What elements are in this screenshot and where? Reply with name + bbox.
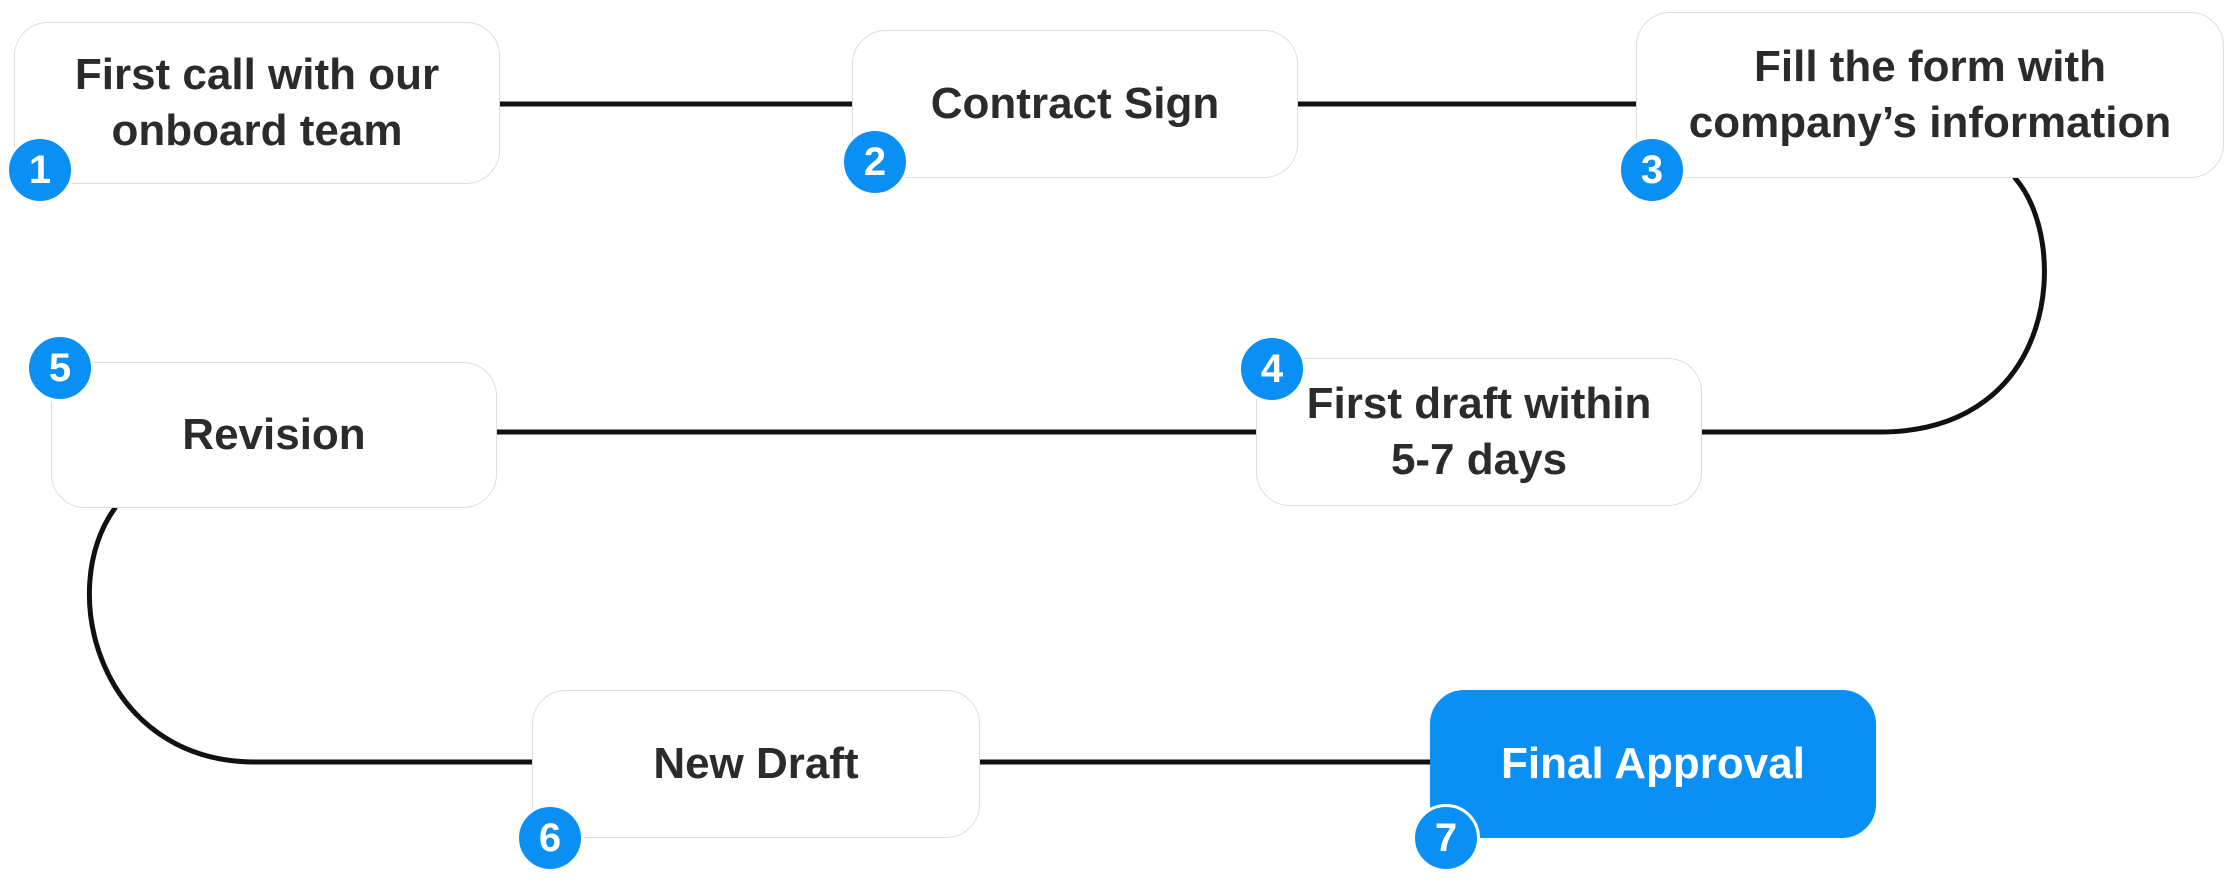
- step-6-box: New Draft: [532, 690, 980, 838]
- step-4-label: First draft within 5-7 days: [1306, 379, 1652, 484]
- step-7-label: Final Approval: [1501, 739, 1805, 788]
- step-2-label: Contract Sign: [930, 79, 1220, 128]
- step-2-badge: 2: [841, 128, 909, 196]
- step-1-box: First call with our onboard team: [14, 22, 500, 184]
- step-3-label: Fill the form with company’s information: [1688, 42, 2172, 147]
- step-2-box: Contract Sign: [852, 30, 1298, 178]
- step-7-badge: 7: [1412, 804, 1480, 872]
- connector-3-4: [1699, 175, 2047, 435]
- step-3-badge: 3: [1618, 136, 1686, 204]
- step-6-label: New Draft: [653, 739, 859, 788]
- step-1-badge: 1: [6, 136, 74, 204]
- step-6-badge: 6: [516, 804, 584, 872]
- step-3-box: Fill the form with company’s information: [1636, 12, 2224, 178]
- step-7-box: Final Approval: [1430, 690, 1876, 838]
- step-1-label: First call with our onboard team: [74, 50, 440, 155]
- step-5-box: Revision: [51, 362, 497, 508]
- step-4-box: First draft within 5-7 days: [1256, 358, 1702, 506]
- step-4-badge: 4: [1238, 335, 1306, 403]
- step-5-label: Revision: [182, 410, 366, 459]
- connector-5-6: [86, 505, 535, 765]
- step-5-badge: 5: [26, 334, 94, 402]
